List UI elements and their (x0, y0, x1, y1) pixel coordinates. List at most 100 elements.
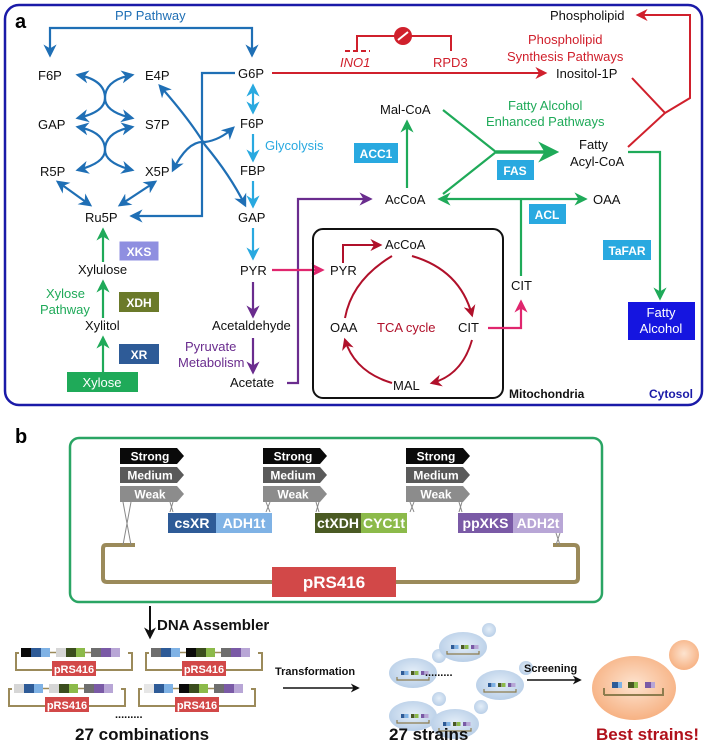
terminator-adh1t: ADH1t (216, 513, 272, 533)
fatty-alcohol-box: Fatty Alcohol (628, 302, 695, 340)
node-r5p: R5P (40, 164, 65, 179)
promoter-medium: Medium (263, 467, 327, 483)
arc-s7p-r5p (75, 122, 135, 174)
svg-text:ACL: ACL (535, 208, 560, 222)
svg-text:pRS416: pRS416 (54, 664, 94, 676)
crossover-3 (265, 501, 271, 513)
terminator-adh2t: ADH2t (513, 513, 563, 533)
yeast-cell (431, 700, 488, 739)
crossover-1 (122, 501, 132, 546)
node-e4p: E4P (145, 68, 170, 83)
node-cit-cyto: CIT (511, 278, 532, 293)
xylose-pathway-label-2: Pathway (40, 302, 90, 317)
arc-e4p-gap (75, 70, 135, 123)
promoter-weak: Weak (263, 486, 327, 502)
arrow-r5p-ru5p (55, 180, 93, 207)
arrow-cit-accoa-oaa (440, 199, 523, 276)
branch-inositol-fattyacyl-phospholipid (628, 15, 691, 148)
svg-text:Strong: Strong (131, 450, 170, 464)
xylose-substrate-box: Xylose (67, 372, 138, 392)
svg-text:Alcohol: Alcohol (640, 321, 683, 336)
svg-text:pRS416: pRS416 (303, 573, 365, 592)
cassette-csxr: csXR ADH1t (168, 513, 272, 533)
crossover-2 (169, 501, 174, 513)
transformation-label: Transformation (275, 666, 355, 678)
tca-arc-mal-oaa (342, 337, 393, 384)
node-accoa: AcCoA (385, 192, 426, 207)
promoter-medium: Medium (406, 467, 470, 483)
phospholipid-label-2: Synthesis Pathways (507, 49, 624, 64)
arrow-x5p-ru5p (117, 180, 158, 207)
rpd3-label: RPD3 (433, 55, 468, 70)
svg-text:Weak: Weak (277, 488, 308, 502)
node-fbp: FBP (240, 163, 265, 178)
svg-text:ctXDH: ctXDH (317, 515, 359, 531)
node-oaa-mito: OAA (330, 320, 358, 335)
svg-text:XR: XR (131, 348, 148, 362)
node-acetaldehyde: Acetaldehyde (212, 318, 291, 333)
arrow-pyr-accoa-mito (342, 239, 383, 263)
node-inositol-1p: Inositol-1P (556, 66, 617, 81)
svg-text:Strong: Strong (274, 450, 313, 464)
cytosol-label: Cytosol (649, 387, 693, 401)
promoter-strong: Strong (120, 448, 184, 464)
svg-text:FAS: FAS (503, 164, 526, 178)
enzyme-fas: FAS (497, 160, 534, 180)
svg-text:Medium: Medium (127, 469, 172, 483)
svg-text:XKS: XKS (127, 245, 152, 259)
promoter-strong: Strong (406, 448, 470, 464)
node-mal: MAL (393, 378, 420, 393)
combinations-dots: ......... (115, 709, 143, 721)
svg-text:csXR: csXR (174, 515, 209, 531)
enzyme-xks: XKS (118, 240, 160, 262)
svg-text:ppXKS: ppXKS (463, 515, 509, 531)
panel-b-label: b (15, 426, 27, 448)
mini-plasmid: pRS416 (8, 684, 126, 712)
tca-arc-cit-mal (429, 339, 473, 387)
cytosol-frame (3, 3, 704, 407)
node-f6p: F6P (240, 116, 264, 131)
svg-text:pRS416: pRS416 (177, 700, 217, 712)
tca-arc-accoa-cit (411, 255, 476, 318)
ino1-label: INO1 (340, 55, 370, 70)
node-xylitol: Xylitol (85, 318, 120, 333)
pp-pathway-loop (43, 26, 259, 58)
crossover-5 (409, 501, 415, 513)
node-malcoa: Mal-CoA (380, 102, 431, 117)
xylose-pathway-label-1: Xylose (46, 286, 85, 301)
node-accoa-mito: AcCoA (385, 237, 426, 252)
backbone-prs416: pRS416 (272, 567, 396, 597)
svg-text:pRS416: pRS416 (47, 700, 87, 712)
node-oaa-cyto: OAA (593, 192, 621, 207)
prohibit-icon (394, 27, 412, 45)
node-pyr-mito: PYR (330, 263, 357, 278)
svg-text:CYC1t: CYC1t (363, 515, 405, 531)
gene-ppxks: ppXKS (458, 513, 513, 533)
strains-label: 27 strains (389, 725, 468, 744)
promoter-weak: Weak (406, 486, 470, 502)
gene-csxr: csXR (168, 513, 216, 533)
terminator-cyc1t: CYC1t (361, 513, 407, 533)
svg-text:Weak: Weak (420, 488, 451, 502)
node-acetate: Acetate (230, 375, 274, 390)
pp-pathway-label: PP Pathway (115, 8, 186, 23)
yeast-cell (476, 661, 533, 700)
mini-plasmid-label: pRS416 (182, 661, 226, 676)
svg-text:Fatty: Fatty (647, 305, 676, 320)
arc-x5p-f6p-glyco (171, 126, 235, 173)
svg-text:pRS416: pRS416 (184, 664, 224, 676)
enzyme-xr: XR (119, 344, 159, 364)
backbone-line (101, 543, 580, 584)
fatty-alcohol-label-1: Fatty Alcohol (508, 98, 583, 113)
mini-plasmid: pRS416 (145, 648, 263, 676)
arrow-fattyacyl-fattyalcohol (628, 150, 667, 301)
enzyme-acc1: ACC1 (354, 143, 398, 163)
node-gap: GAP (238, 210, 265, 225)
tca-cycle-label: TCA cycle (377, 320, 436, 335)
node-ru5p: Ru5P (85, 210, 118, 225)
mini-plasmid-label: pRS416 (175, 697, 219, 712)
